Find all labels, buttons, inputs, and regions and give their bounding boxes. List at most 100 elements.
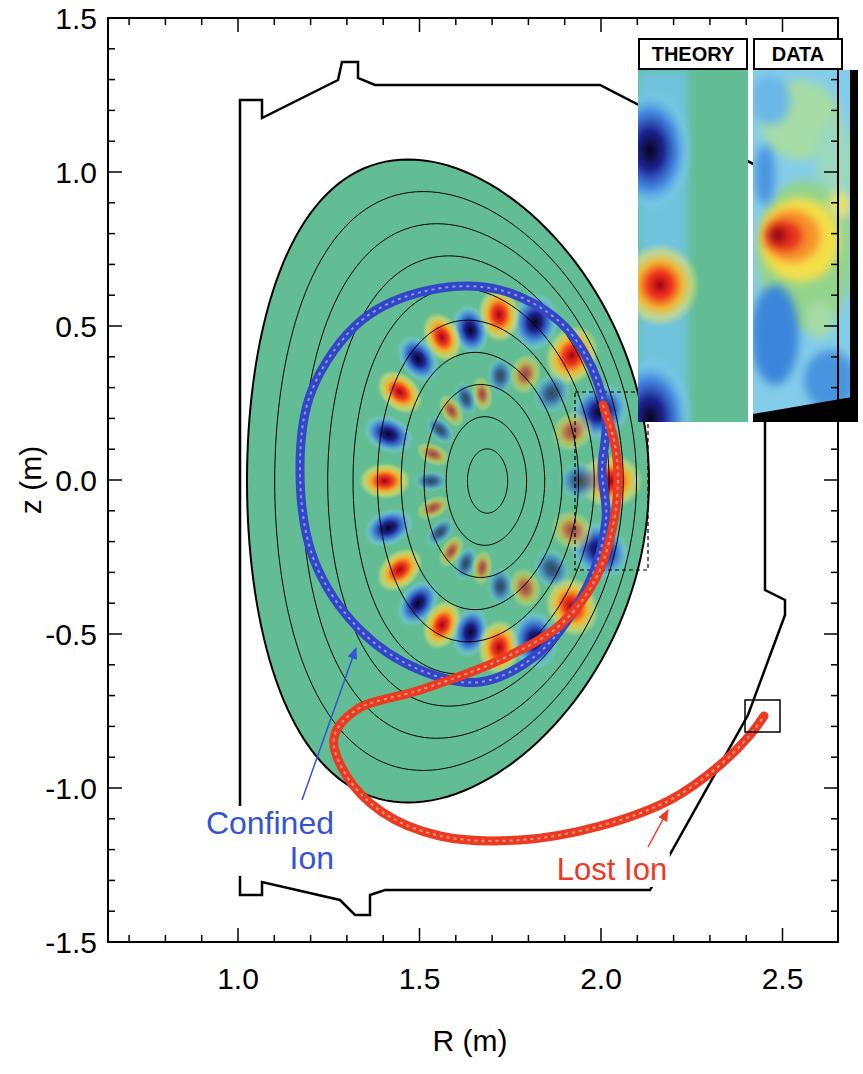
axis-tick <box>108 325 122 327</box>
panel-title-box: DATA <box>753 38 843 70</box>
axis-tick <box>108 202 115 204</box>
axis-tick <box>824 325 838 327</box>
axis-tick-label: 1.0 <box>55 156 97 189</box>
axis-tick-label: 1.5 <box>399 962 441 995</box>
axis-tick-label: 1.5 <box>55 2 97 35</box>
axis-tick <box>673 935 675 942</box>
axis-tick <box>745 18 747 25</box>
axis-tick <box>128 935 130 942</box>
axis-tick <box>108 541 115 543</box>
axis-tick <box>108 572 115 574</box>
axis-title: R (m) <box>433 1024 508 1057</box>
loss-detector-box <box>745 700 780 732</box>
mode-lobe-positive <box>412 437 454 471</box>
axis-tick <box>108 756 115 758</box>
flux-surface <box>468 449 508 513</box>
axis-tick <box>108 171 122 173</box>
axis-tick <box>419 928 421 942</box>
axis-tick <box>709 18 711 25</box>
axis-tick <box>831 294 838 296</box>
axis-tick <box>831 79 838 81</box>
mode-lobe-negative <box>357 407 419 461</box>
axis-tick <box>108 818 115 820</box>
axis-tick <box>108 602 115 604</box>
axis-tick <box>165 935 167 942</box>
axis-tick <box>831 726 838 728</box>
lost-orbit-texture <box>334 405 764 841</box>
axis-tick-label: -1.0 <box>45 772 97 805</box>
mode-lobe-positive <box>359 463 411 500</box>
vessel-wall <box>240 62 785 915</box>
axis-tick <box>831 910 838 912</box>
axis-tick <box>831 140 838 142</box>
axis-tick <box>108 356 115 358</box>
axis-tick <box>310 935 312 942</box>
axis-tick <box>831 572 838 574</box>
axis-tick <box>108 294 115 296</box>
axis-tick <box>382 18 384 25</box>
axis-tick <box>491 18 493 25</box>
axis-tick <box>831 756 838 758</box>
axis-tick-label: 0.0 <box>55 464 97 497</box>
axis-tick <box>382 935 384 942</box>
axis-tick <box>108 910 115 912</box>
axis-tick <box>128 18 130 25</box>
axis-tick <box>782 928 784 942</box>
axis-tick <box>455 935 457 942</box>
axis-tick <box>108 79 115 81</box>
axis-tick <box>831 202 838 204</box>
axis-tick <box>528 18 530 25</box>
axis-tick <box>108 418 115 420</box>
axis-tick <box>455 18 457 25</box>
axis-tick <box>201 935 203 942</box>
axis-tick <box>165 18 167 25</box>
axis-tick <box>108 849 115 851</box>
flux-surface <box>401 352 562 609</box>
axis-title: z (m) <box>14 446 47 514</box>
panel-title-box: THEORY <box>638 38 748 70</box>
axis-tick <box>108 140 115 142</box>
axis-tick <box>831 510 838 512</box>
leader-arrow <box>648 810 668 847</box>
leader-arrow <box>302 648 356 800</box>
axis-tick <box>108 787 122 789</box>
mode-lobe-negative <box>413 470 449 491</box>
axis-tick <box>824 479 838 481</box>
axis-tick <box>831 818 838 820</box>
axis-tick <box>831 541 838 543</box>
axis-tick <box>491 935 493 942</box>
orbit-label: Confined Ion <box>192 806 336 876</box>
axis-tick <box>274 18 276 25</box>
axis-tick <box>831 880 838 882</box>
axis-tick <box>108 48 115 50</box>
axis-tick <box>831 418 838 420</box>
axis-tick <box>108 448 115 450</box>
axis-tick <box>831 695 838 697</box>
flux-surface <box>247 159 649 802</box>
flux-surface <box>446 417 526 546</box>
axis-tick <box>831 849 838 851</box>
flux-surface <box>378 320 579 642</box>
data-inset <box>753 70 858 422</box>
axis-tick <box>237 928 239 942</box>
axis-tick-label: -1.5 <box>45 926 97 959</box>
axis-tick-label: 1.0 <box>217 962 259 995</box>
lost-orbit <box>334 405 764 841</box>
axis-tick <box>831 110 838 112</box>
mode-lobe-negative <box>558 461 603 501</box>
axis-tick <box>108 695 115 697</box>
axis-tick <box>346 935 348 942</box>
axis-tick <box>108 726 115 728</box>
axis-tick <box>824 787 838 789</box>
axis-tick <box>419 18 421 32</box>
axis-tick-label: -0.5 <box>45 618 97 651</box>
axis-tick <box>528 935 530 942</box>
axis-tick <box>637 935 639 942</box>
axis-tick <box>237 18 239 32</box>
axis-tick <box>831 664 838 666</box>
axis-tick-label: 0.5 <box>55 310 97 343</box>
plasma-region <box>247 159 649 802</box>
axis-tick <box>600 928 602 942</box>
